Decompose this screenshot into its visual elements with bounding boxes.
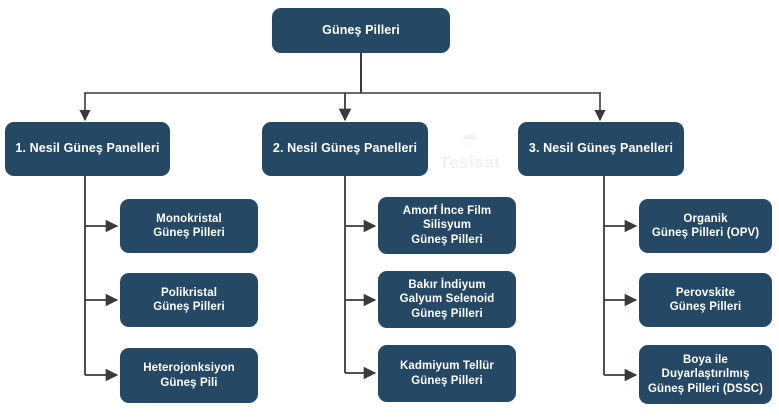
node-generation-2-child-1[interactable]: Amorf İnce Film Silisyum Güneş Pilleri <box>378 197 516 254</box>
node-generation-2-child-2[interactable]: Bakır İndiyum Galyum Selenoid Güneş Pill… <box>378 271 516 328</box>
node-generation-3-label: 3. Nesil Güneş Panelleri <box>528 141 674 156</box>
node-generation-3-child-1-label: Organik Güneş Pilleri (OPV) <box>651 212 760 239</box>
node-generation-2-child-2-label: Bakır İndiyum Galyum Selenoid Güneş Pill… <box>399 279 495 320</box>
node-root[interactable]: Güneş Pilleri <box>272 8 450 53</box>
node-generation-1-child-2[interactable]: Polikristal Güneş Pilleri <box>120 273 258 327</box>
node-generation-1-child-3-label: Heterojonksiyon Güneş Pili <box>143 362 235 389</box>
node-generation-3-child-2[interactable]: Perovskite Güneş Pilleri <box>639 273 772 327</box>
node-generation-3-child-2-label: Perovskite Güneş Pilleri <box>669 286 742 313</box>
node-generation-3-child-3-label: Boya ile Duyarlaştırılmış Güneş Pilleri … <box>647 354 764 395</box>
node-generation-1-child-1-label: Monokristal Güneş Pilleri <box>153 212 225 239</box>
node-generation-3-child-1[interactable]: Organik Güneş Pilleri (OPV) <box>639 199 772 253</box>
node-generation-2-child-3[interactable]: Kadmiyum Tellür Güneş Pilleri <box>378 345 516 402</box>
node-generation-1-child-1[interactable]: Monokristal Güneş Pilleri <box>120 199 258 253</box>
node-generation-3[interactable]: 3. Nesil Güneş Panelleri <box>518 122 684 176</box>
node-generation-2-label: 2. Nesil Güneş Panelleri <box>272 141 418 156</box>
node-generation-1[interactable]: 1. Nesil Güneş Panelleri <box>5 122 170 176</box>
node-generation-1-label: 1. Nesil Güneş Panelleri <box>15 141 160 156</box>
node-generation-1-child-2-label: Polikristal Güneş Pilleri <box>153 286 225 313</box>
node-generation-2[interactable]: 2. Nesil Güneş Panelleri <box>262 122 428 176</box>
node-root-label: Güneş Pilleri <box>322 22 400 37</box>
node-generation-1-child-3[interactable]: Heterojonksiyon Güneş Pili <box>120 348 258 403</box>
node-generation-2-child-3-label: Kadmiyum Tellür Güneş Pilleri <box>400 360 494 387</box>
node-generation-3-child-3[interactable]: Boya ile Duyarlaştırılmış Güneş Pilleri … <box>639 345 772 404</box>
node-generation-2-child-1-label: Amorf İnce Film Silisyum Güneş Pilleri <box>402 205 492 246</box>
